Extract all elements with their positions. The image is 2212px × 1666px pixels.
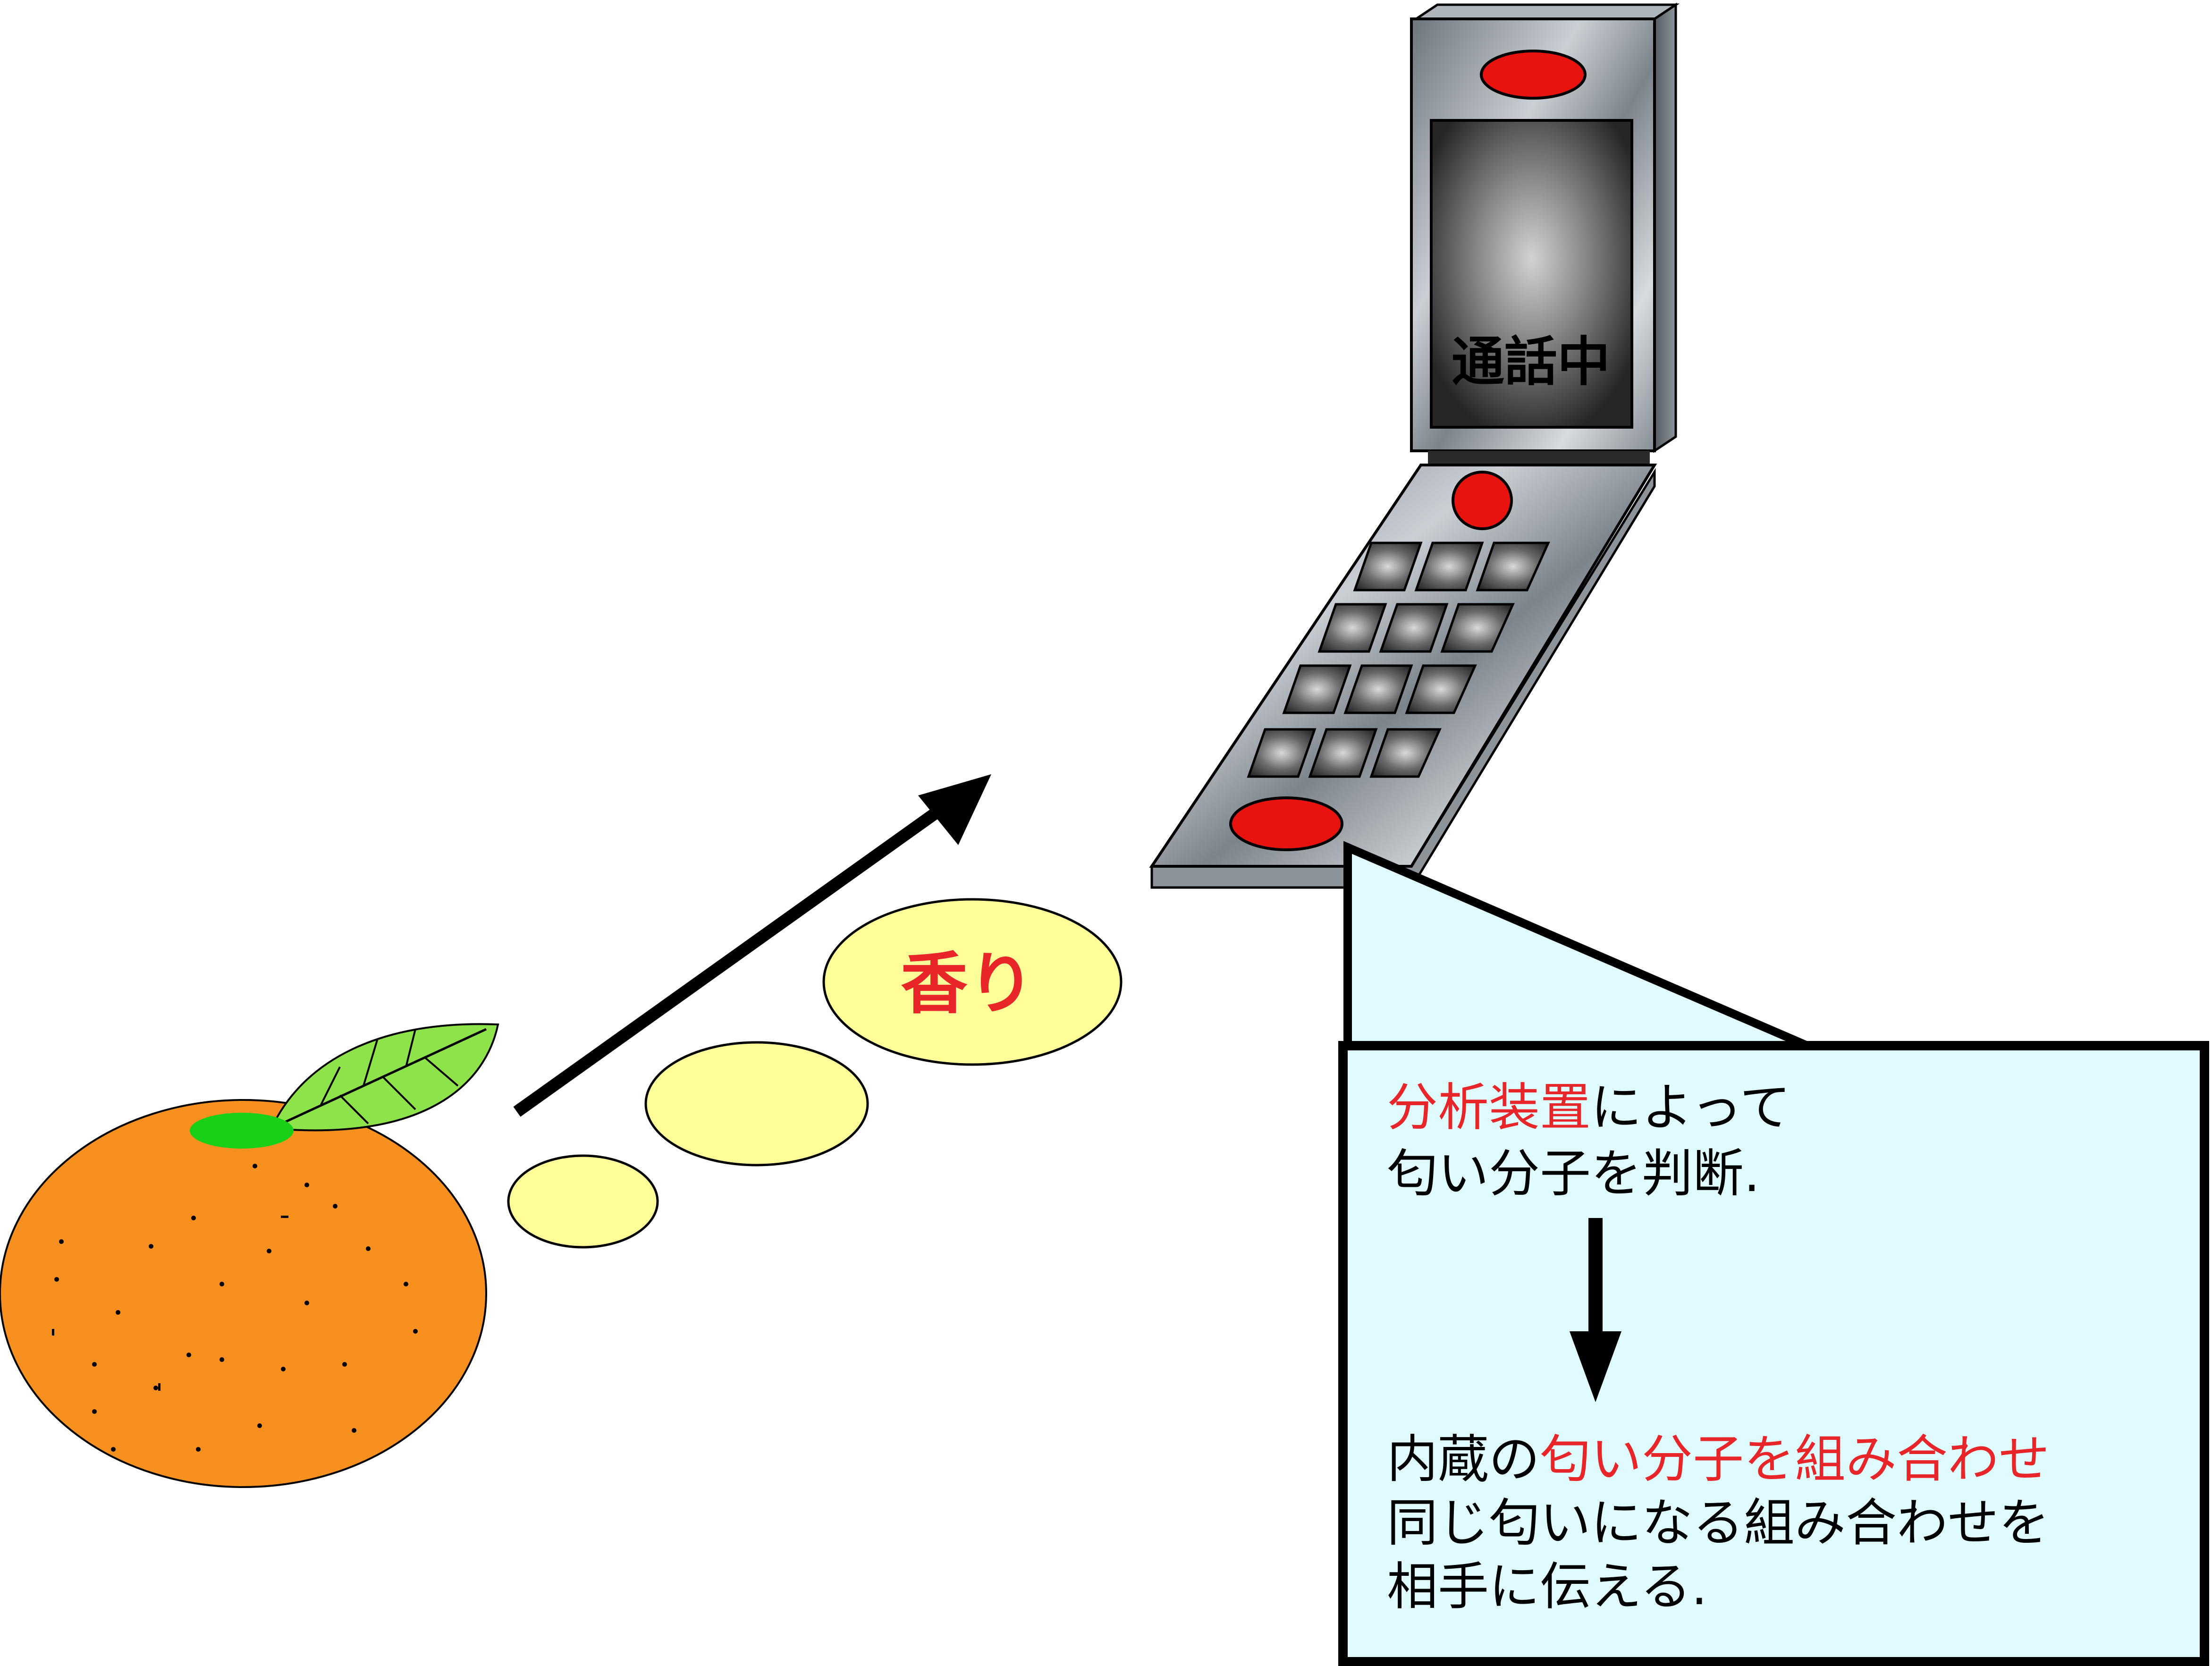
down-arrow-icon — [1570, 1218, 1621, 1402]
phone-hinge — [1428, 451, 1650, 465]
scent-bubble-large — [822, 898, 1123, 1066]
callout-line-2: 匂い分子を判断. — [1387, 1144, 1760, 1203]
orange-body — [0, 1099, 487, 1488]
select-button — [1452, 471, 1513, 530]
callout-box — [1338, 1041, 2209, 1666]
scent-bubble-small — [507, 1154, 659, 1249]
mouthpiece-button — [1229, 796, 1343, 851]
phone-upper-side — [1653, 2, 1677, 453]
orange-peel-dots — [52, 1164, 418, 1452]
explanation-callout — [1338, 841, 2209, 1666]
scent-label: 香り — [901, 945, 1035, 1023]
leaf-icon — [270, 1023, 499, 1132]
flow-arrow-icon — [513, 774, 991, 1117]
analysis-device-text: 分析装置 — [1387, 1078, 1591, 1137]
molecule-combination-text: 匂い分子を組み合わせ — [1540, 1430, 2050, 1489]
orange-stem — [190, 1113, 294, 1149]
orange-fruit-icon — [0, 1023, 499, 1488]
phone-upper-top — [1412, 3, 1680, 20]
phone-screen-status: 通話中 — [1452, 331, 1610, 393]
callout-line-3-prefix: 内蔵の — [1387, 1430, 1540, 1489]
mobile-phone-icon: 通話中 — [1149, 2, 1680, 889]
callout-line-1-suffix: によって — [1591, 1078, 1791, 1137]
scent-bubble-medium — [644, 1041, 869, 1167]
callout-line-3: 内蔵の匂い分子を組み合わせ — [1387, 1428, 2050, 1491]
callout-pointer — [1343, 841, 1815, 1052]
scent-bubbles: 香り — [507, 898, 1123, 1249]
phone-screen — [1430, 119, 1633, 429]
callout-line-1: 分析装置によって — [1387, 1076, 1790, 1140]
callout-line-5: 相手に伝える. — [1387, 1557, 1708, 1616]
earpiece-button — [1480, 50, 1587, 100]
callout-line-4: 同じ匂いになる組み合わせを — [1387, 1494, 2050, 1553]
keypad — [1247, 541, 1550, 778]
